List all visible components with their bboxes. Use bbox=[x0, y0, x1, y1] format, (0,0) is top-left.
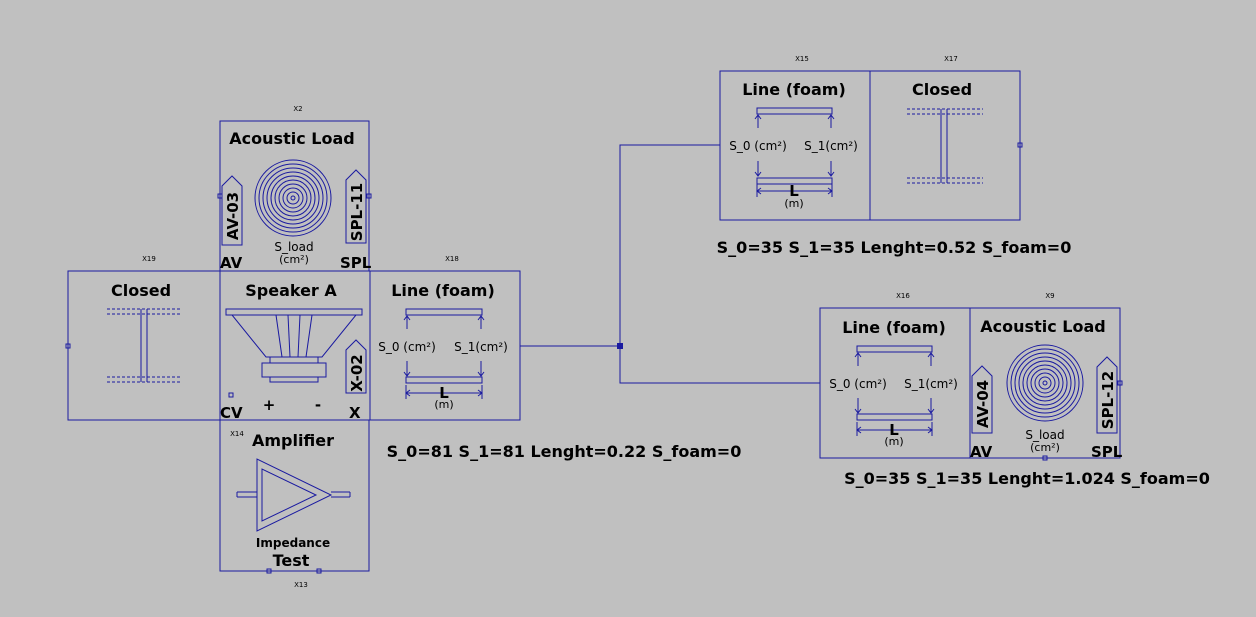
x14-test: Test bbox=[273, 551, 310, 570]
x14-sub: Impedance bbox=[256, 536, 330, 550]
speaker-pin-cv[interactable] bbox=[228, 392, 234, 398]
x15-title: Line (foam) bbox=[742, 80, 846, 99]
x2-pin-right-label: SPL bbox=[340, 254, 372, 272]
x2-tag-right: SPL-11 bbox=[348, 183, 366, 241]
params-bottom-right: S_0=35 S_1=35 Lenght=1.024 S_foam=0 bbox=[844, 469, 1210, 488]
duct-icon bbox=[854, 345, 935, 436]
x9-pin-right-label: SPL bbox=[1091, 443, 1123, 461]
x15-s1: S_1(cm²) bbox=[804, 139, 858, 153]
x2-label: S_load bbox=[274, 240, 313, 254]
x9-label: S_load bbox=[1025, 428, 1064, 442]
ref-x19: X19 bbox=[142, 255, 156, 263]
ref-x13: X13 bbox=[294, 581, 308, 589]
x9-tag-right-shape bbox=[1096, 356, 1118, 434]
x17-pin[interactable] bbox=[1017, 142, 1023, 148]
x9-unit: (cm²) bbox=[1030, 441, 1060, 454]
component-x17-closed[interactable]: X17 Closed bbox=[869, 55, 1023, 221]
wire-to-x16[interactable] bbox=[619, 346, 820, 384]
speaker-cone-icon bbox=[254, 159, 332, 237]
x2-body[interactable] bbox=[219, 120, 370, 272]
closed-end-icon bbox=[107, 308, 182, 383]
speaker-title: Speaker A bbox=[245, 281, 337, 300]
x19-pin[interactable] bbox=[65, 343, 71, 349]
component-x9-acoustic-load[interactable]: X9 Acoustic Load S_load (cm²) AV-04 SPL-… bbox=[969, 292, 1123, 461]
params-center: S_0=81 S_1=81 Lenght=0.22 S_foam=0 bbox=[387, 442, 742, 461]
junction-node[interactable] bbox=[617, 343, 623, 349]
speaker-tag-shape bbox=[345, 339, 367, 394]
x18-len-unit: (m) bbox=[434, 398, 453, 411]
x2-title: Acoustic Load bbox=[229, 129, 354, 148]
x15-len-unit: (m) bbox=[784, 197, 803, 210]
x17-body[interactable] bbox=[869, 70, 1021, 221]
x2-tag-left: AV-03 bbox=[224, 192, 242, 240]
x9-body[interactable] bbox=[969, 307, 1121, 459]
x9-tag-right: SPL-12 bbox=[1099, 371, 1117, 429]
ref-x9: X9 bbox=[1045, 292, 1054, 300]
x15-len: L bbox=[789, 182, 799, 200]
x16-title: Line (foam) bbox=[842, 318, 946, 337]
component-x2-acoustic-load[interactable]: X2 Acoustic Load S_load (cm²) AV-03 SPL-… bbox=[217, 105, 372, 272]
x15-s0: S_0 (cm²) bbox=[729, 139, 787, 153]
x2-pin-left-label: AV bbox=[220, 254, 243, 272]
wire-to-x15[interactable] bbox=[619, 144, 720, 346]
x18-body[interactable] bbox=[369, 270, 521, 421]
x17-title: Closed bbox=[912, 80, 972, 99]
ref-x16: X16 bbox=[896, 292, 910, 300]
amplifier-triangle-icon bbox=[236, 458, 351, 532]
x18-s1: S_1(cm²) bbox=[454, 340, 508, 354]
component-x15-line-foam[interactable]: X15 Line (foam) S_0 (cm²) S_1(cm²) L (m) bbox=[719, 55, 871, 221]
x19-body[interactable] bbox=[67, 270, 221, 421]
x16-len: L bbox=[889, 421, 899, 439]
component-x14-amplifier[interactable]: X14 Amplifier Impedance Test X13 bbox=[219, 419, 370, 589]
x16-len-unit: (m) bbox=[884, 435, 903, 448]
ref-x2: X2 bbox=[293, 105, 302, 113]
x2-tag-left-shape bbox=[221, 175, 243, 246]
speaker-minus: - bbox=[315, 396, 321, 414]
ref-x17: X17 bbox=[944, 55, 958, 63]
x18-title: Line (foam) bbox=[391, 281, 495, 300]
x18-len: L bbox=[439, 384, 449, 402]
x2-pin-left[interactable] bbox=[217, 193, 223, 199]
ref-x14: X14 bbox=[230, 430, 244, 438]
component-x18-line-foam[interactable]: X18 Line (foam) S_0 (cm²) S_1(cm²) L (m) bbox=[369, 255, 521, 421]
x2-unit: (cm²) bbox=[279, 253, 309, 266]
driver-icon bbox=[225, 308, 363, 383]
component-speaker-a[interactable]: Speaker A X-02 CV + - X bbox=[220, 281, 367, 422]
speaker-tag: X-02 bbox=[348, 354, 366, 391]
speaker-pin-x-label: X bbox=[349, 404, 361, 422]
x9-tag-left-shape bbox=[971, 365, 993, 434]
component-x19-closed[interactable]: X19 Closed bbox=[65, 255, 221, 421]
ref-x15: X15 bbox=[795, 55, 809, 63]
speaker-cone-icon bbox=[1006, 344, 1084, 422]
x9-pin-left-label: AV bbox=[970, 443, 993, 461]
x19-title: Closed bbox=[111, 281, 171, 300]
x2-tag-right-shape bbox=[345, 169, 367, 244]
ref-x18: X18 bbox=[445, 255, 459, 263]
wires[interactable] bbox=[520, 144, 820, 384]
x14-pin-a[interactable] bbox=[266, 568, 272, 574]
x16-s1: S_1(cm²) bbox=[904, 377, 958, 391]
component-x16-line-foam[interactable]: X16 Line (foam) S_0 (cm²) S_1(cm²) L (m) bbox=[819, 292, 971, 459]
x9-pin-right[interactable] bbox=[1117, 380, 1123, 386]
duct-icon bbox=[403, 308, 485, 399]
speaker-pin-cv-label: CV bbox=[220, 404, 243, 422]
speaker-plus: + bbox=[263, 396, 276, 414]
x16-s0: S_0 (cm²) bbox=[829, 377, 887, 391]
duct-icon bbox=[754, 107, 835, 197]
x18-s0: S_0 (cm²) bbox=[378, 340, 436, 354]
x2-pin-right[interactable] bbox=[366, 193, 372, 199]
x14-title: Amplifier bbox=[252, 431, 334, 450]
x9-pin-bottom[interactable] bbox=[1042, 455, 1048, 461]
x9-title: Acoustic Load bbox=[980, 317, 1105, 336]
x14-pin-b[interactable] bbox=[316, 568, 322, 574]
x9-tag-left: AV-04 bbox=[974, 380, 992, 428]
x14-body[interactable] bbox=[219, 419, 370, 572]
params-top-right: S_0=35 S_1=35 Lenght=0.52 S_foam=0 bbox=[717, 238, 1072, 257]
closed-end-icon bbox=[907, 108, 983, 184]
